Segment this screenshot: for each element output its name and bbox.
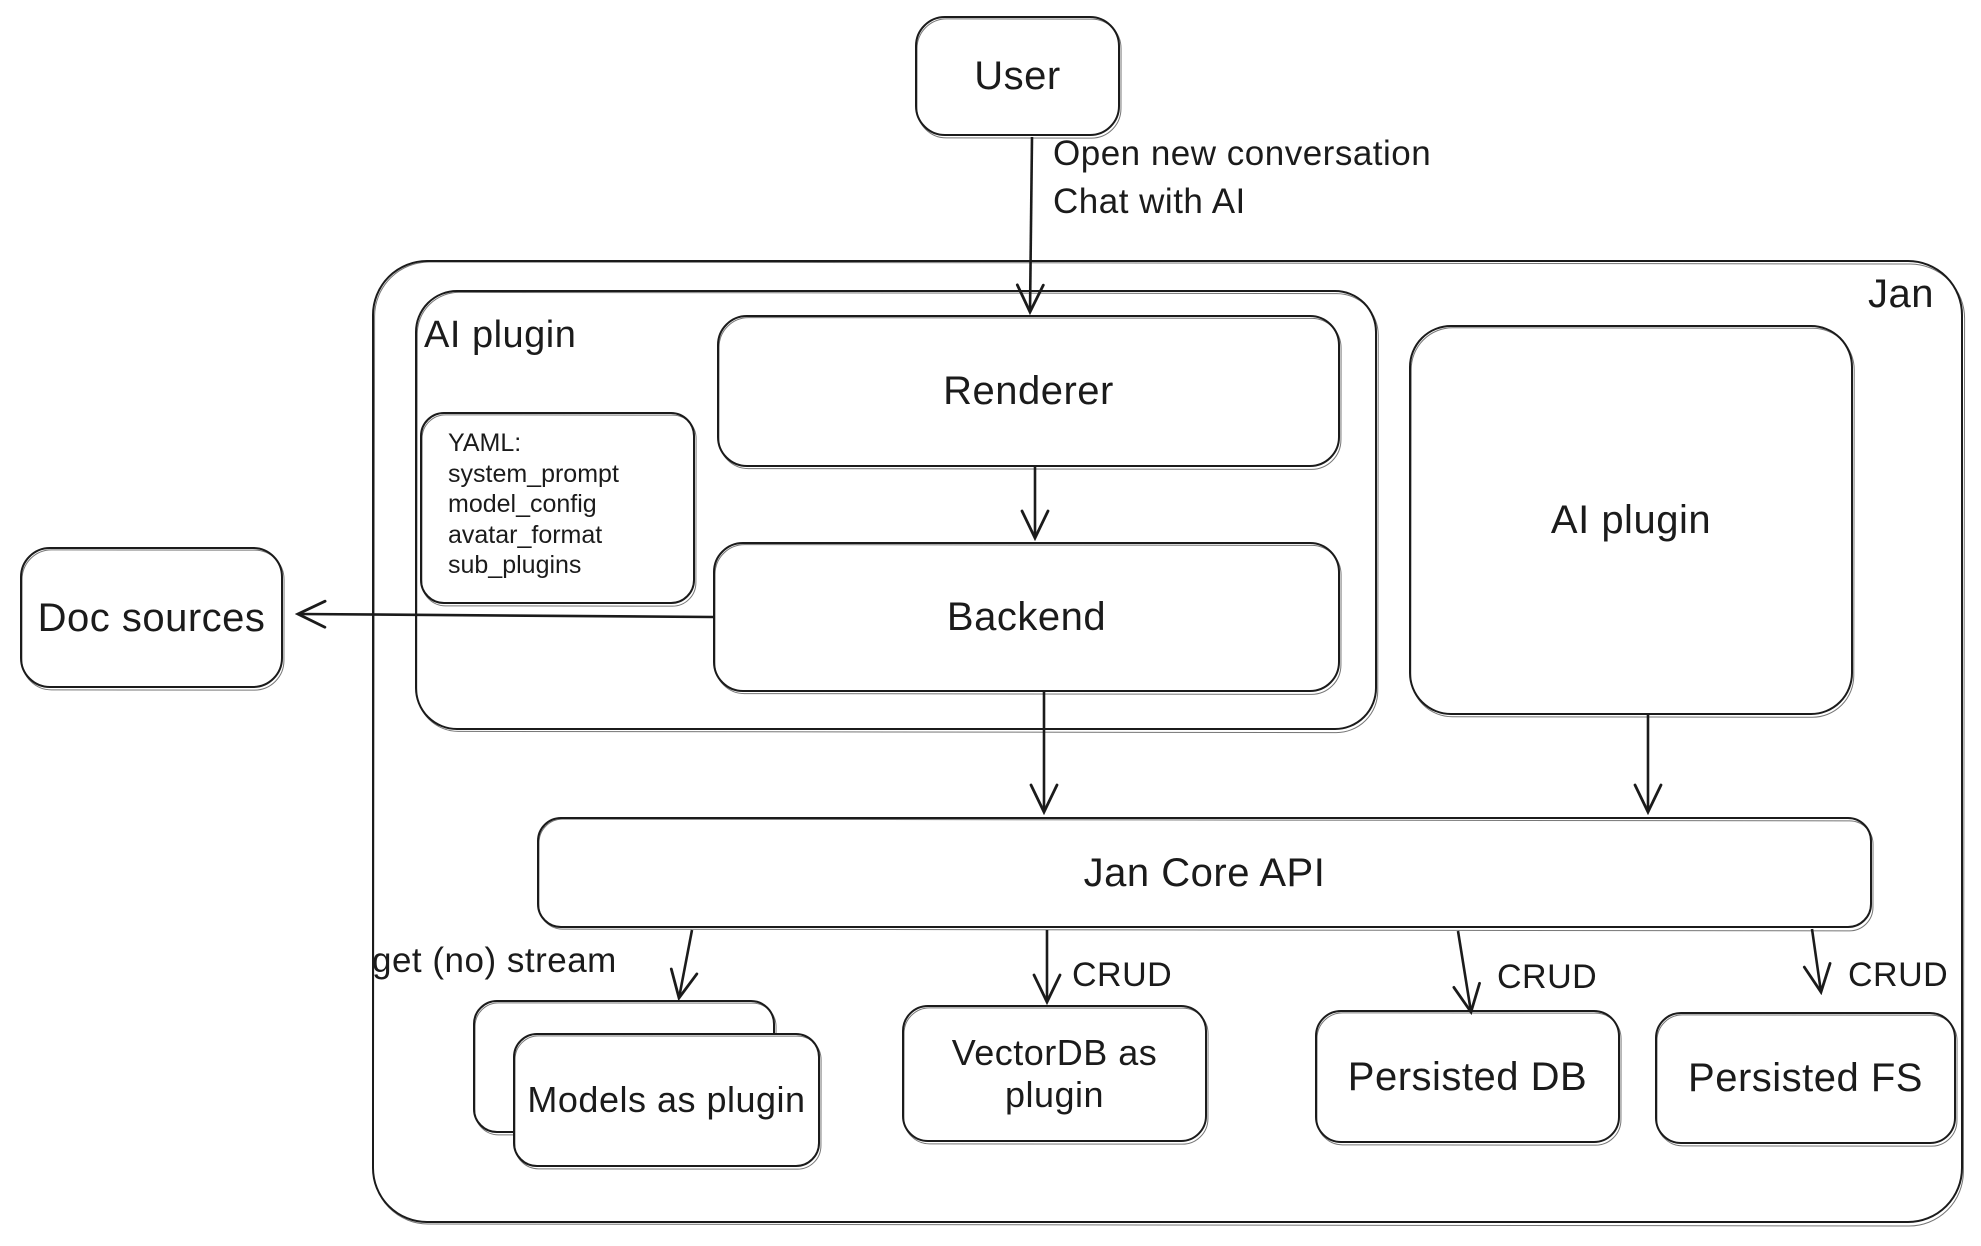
edge-label-crud-persisted-fs: CRUD: [1848, 956, 1949, 994]
backend-box: Backend: [713, 542, 1340, 692]
jan-core-api-label: Jan Core API: [1083, 850, 1326, 895]
edge-label-get-no-stream: get (no) stream: [372, 941, 617, 980]
persisted-fs-box: Persisted FS: [1655, 1012, 1956, 1144]
yaml-note-text: YAML: system_prompt model_config avatar_…: [422, 414, 619, 581]
models-label: Models as plugin: [527, 1079, 806, 1121]
yaml-note-box: YAML: system_prompt model_config avatar_…: [420, 412, 695, 604]
doc-sources-box: Doc sources: [20, 547, 283, 688]
edge-label-chat-with-ai: Chat with AI: [1053, 182, 1246, 221]
yaml-line: avatar_format: [448, 520, 603, 549]
user-label: User: [974, 54, 1061, 98]
ai-plugin-left-label: AI plugin: [424, 314, 577, 356]
edge-label-open-new-conversation: Open new conversation: [1053, 134, 1432, 173]
vectordb-label: VectorDB as plugin: [951, 1032, 1158, 1115]
doc-sources-label: Doc sources: [37, 595, 266, 640]
ai-plugin-right-label: AI plugin: [1550, 498, 1712, 542]
yaml-line: model_config: [448, 490, 597, 518]
jan-container-label: Jan: [1868, 272, 1934, 316]
ai-plugin-left-box: [415, 290, 1377, 730]
edge-label-crud-vectordb: CRUD: [1072, 956, 1173, 994]
yaml-line: system_prompt: [448, 459, 619, 488]
renderer-label: Renderer: [943, 369, 1114, 413]
backend-label: Backend: [946, 595, 1107, 639]
renderer-box: Renderer: [717, 315, 1340, 467]
persisted-fs-label: Persisted FS: [1688, 1056, 1923, 1100]
yaml-line: YAML:: [448, 429, 522, 457]
models-box: Models as plugin: [513, 1033, 820, 1167]
jan-container-box: [372, 260, 1963, 1223]
yaml-line: sub_plugins: [448, 551, 582, 579]
persisted-db-box: Persisted DB: [1315, 1010, 1620, 1143]
persisted-db-label: Persisted DB: [1347, 1054, 1588, 1099]
edge-label-crud-persisted-db: CRUD: [1497, 958, 1598, 996]
jan-core-api-box: Jan Core API: [537, 817, 1872, 928]
user-box: User: [915, 16, 1120, 136]
ai-plugin-right-box: AI plugin: [1409, 325, 1853, 715]
vectordb-box: VectorDB as plugin: [902, 1005, 1207, 1142]
